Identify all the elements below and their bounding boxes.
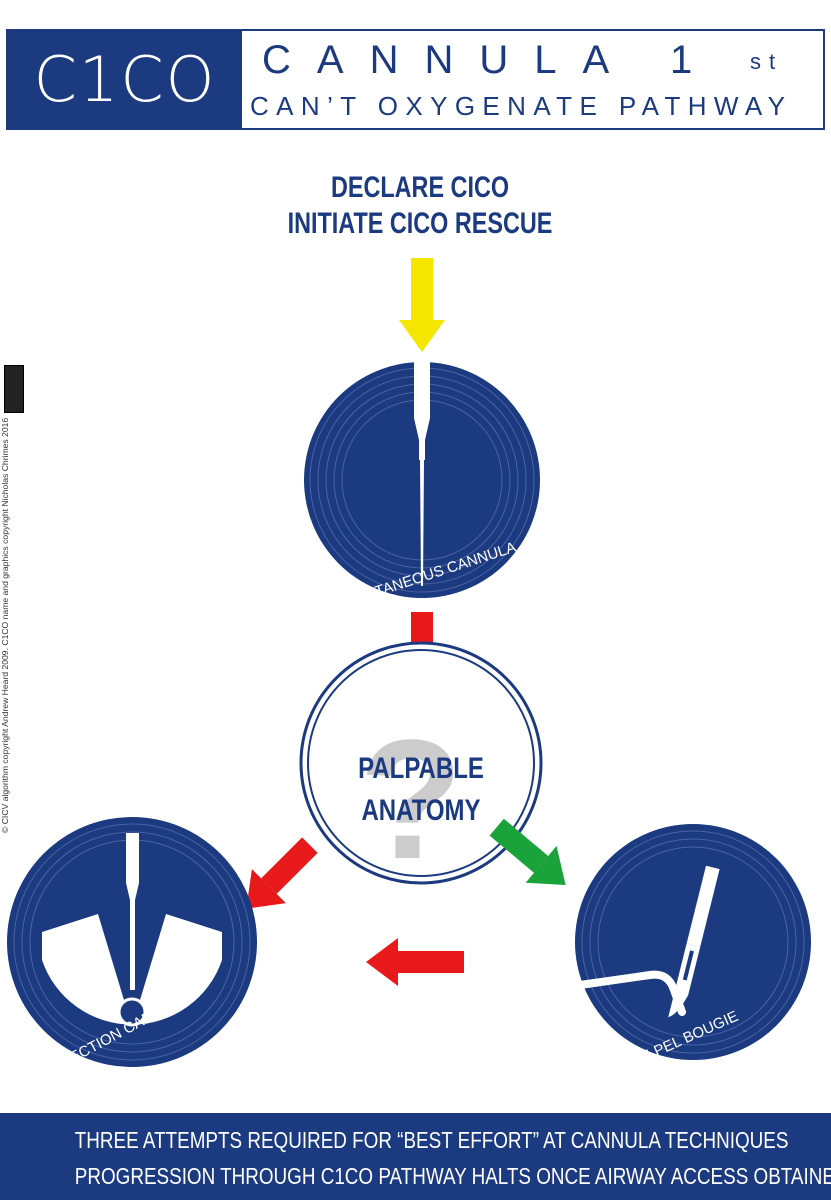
creative-commons-badge	[4, 365, 24, 413]
question-mark-icon: ?	[359, 705, 463, 895]
anatomy-text: ANATOMY	[361, 792, 480, 826]
pathway-diagram: PERCUTANEOUS CANNULA ? PALPABLE ANATOMY	[7, 258, 811, 1083]
footer-line-progression: PROGRESSION THROUGH C1CO PATHWAY HALTS O…	[74, 1163, 831, 1189]
arrow-green-down-right	[489, 818, 566, 885]
footer-banner: THREE ATTEMPTS REQUIRED FOR “BEST EFFORT…	[0, 1113, 831, 1200]
arrow-red-down-left	[246, 837, 318, 909]
dissection-cannula-node: DISSECTION CANNULA	[7, 817, 257, 1083]
scalpel-icon	[668, 865, 720, 1018]
copyright-credit: © CICV algorithm copyright Andrew Heard …	[0, 417, 10, 833]
scalpel-bougie-node: SCALPEL BOUGIE	[575, 824, 811, 1076]
title-main: CANNULA 1	[262, 38, 719, 82]
stoma-icon	[117, 997, 147, 1027]
logo-box: C1CO	[8, 31, 242, 128]
logo-text: C1CO	[33, 43, 217, 116]
bougie-icon	[576, 970, 686, 1016]
title-superscript: st	[750, 49, 784, 74]
subtitle: CAN’T OXYGENATE PATHWAY	[250, 91, 793, 121]
incision-icon	[42, 914, 222, 1025]
declare-cico-text: DECLARE CICO	[330, 171, 510, 204]
palpable-anatomy-node: ? PALPABLE ANATOMY	[299, 641, 543, 895]
header-banner: C1CO	[6, 29, 825, 130]
footer-line-attempts: THREE ATTEMPTS REQUIRED FOR “BEST EFFORT…	[74, 1127, 789, 1153]
percutaneous-cannula-node: PERCUTANEOUS CANNULA	[304, 362, 540, 617]
initiate-rescue-text: INITIATE CICO RESCUE	[287, 207, 553, 240]
palpable-text: PALPABLE	[358, 750, 484, 784]
dissection-cannula-icon	[126, 833, 139, 990]
cannula-icon	[414, 362, 430, 586]
arrow-red-left	[366, 938, 464, 986]
arrow-yellow-down	[399, 258, 445, 352]
